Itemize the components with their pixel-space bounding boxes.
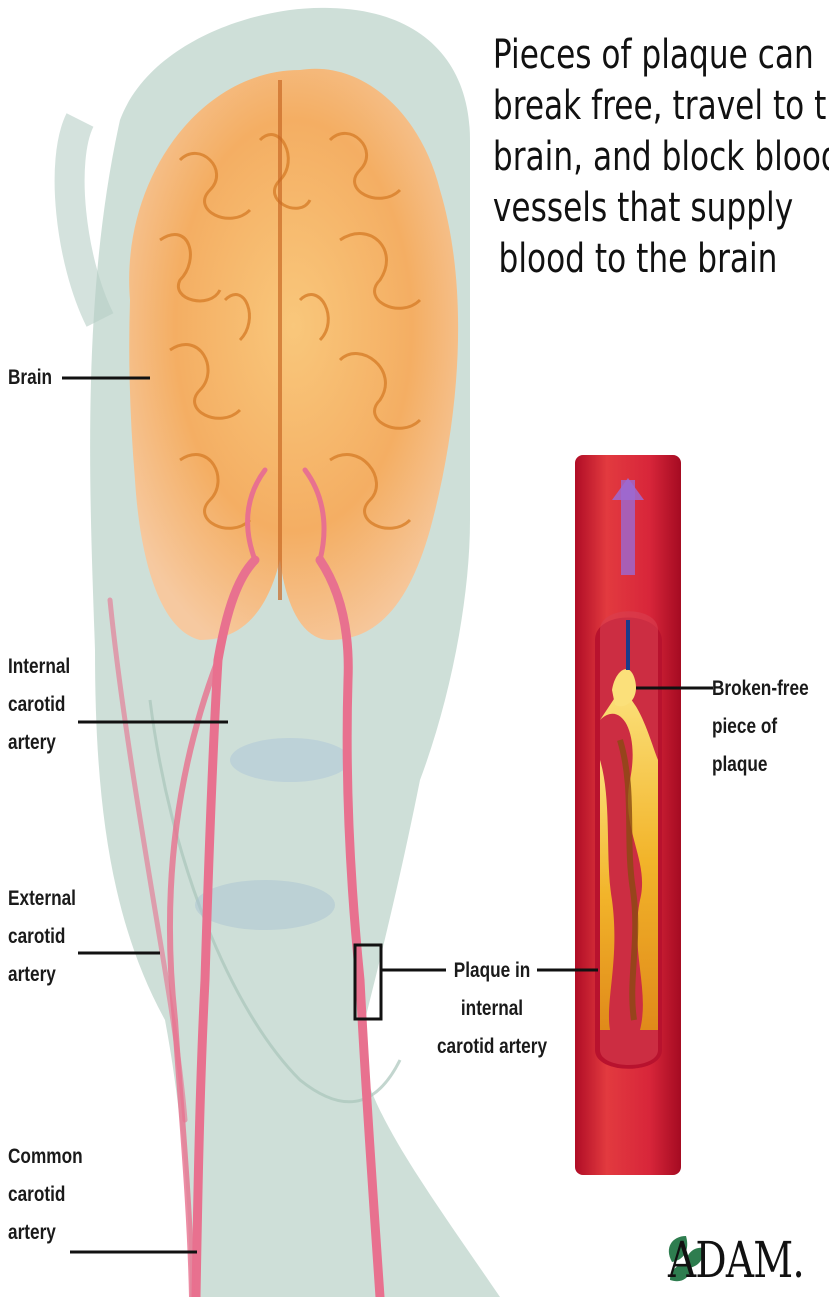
- label-line: carotid artery: [426, 1028, 557, 1066]
- brain-illustration: [129, 69, 458, 640]
- label-broken-free: Broken-free piece of plaque: [712, 670, 809, 784]
- label-brain-text: Brain: [8, 359, 52, 397]
- label-line: artery: [8, 956, 76, 994]
- label-common-carotid: Common carotid artery: [8, 1138, 83, 1252]
- label-brain: Brain: [8, 359, 52, 397]
- label-plaque-internal: Plaque in internal carotid artery: [426, 952, 557, 1066]
- label-external-carotid: External carotid artery: [8, 880, 76, 994]
- label-line: carotid: [8, 918, 76, 956]
- headline-line: vessels that supply: [493, 183, 783, 234]
- label-line: carotid: [8, 686, 70, 724]
- label-line: Internal: [8, 648, 70, 686]
- adam-logo-text: ADAM.: [668, 1231, 804, 1289]
- label-line: Plaque in: [426, 952, 557, 990]
- label-line: carotid: [8, 1176, 83, 1214]
- label-line: Broken-free: [712, 670, 809, 708]
- label-line: artery: [8, 724, 70, 762]
- label-internal-carotid: Internal carotid artery: [8, 648, 70, 762]
- blood-vessel-cutaway: [575, 455, 681, 1175]
- label-line: External: [8, 880, 76, 918]
- adam-logo: ADAM.: [668, 1232, 804, 1288]
- headline-line: blood to the brain: [493, 234, 783, 285]
- label-line: plaque: [712, 746, 809, 784]
- label-line: internal: [426, 990, 557, 1028]
- label-line: Common: [8, 1138, 83, 1176]
- label-line: piece of: [712, 708, 809, 746]
- headline-line: Pieces of plaque can: [493, 30, 783, 81]
- headline-line: break free, travel to the: [493, 81, 783, 132]
- label-line: artery: [8, 1214, 83, 1252]
- headline-line: brain, and block blood: [493, 132, 783, 183]
- headline: Pieces of plaque can break free, travel …: [493, 30, 783, 285]
